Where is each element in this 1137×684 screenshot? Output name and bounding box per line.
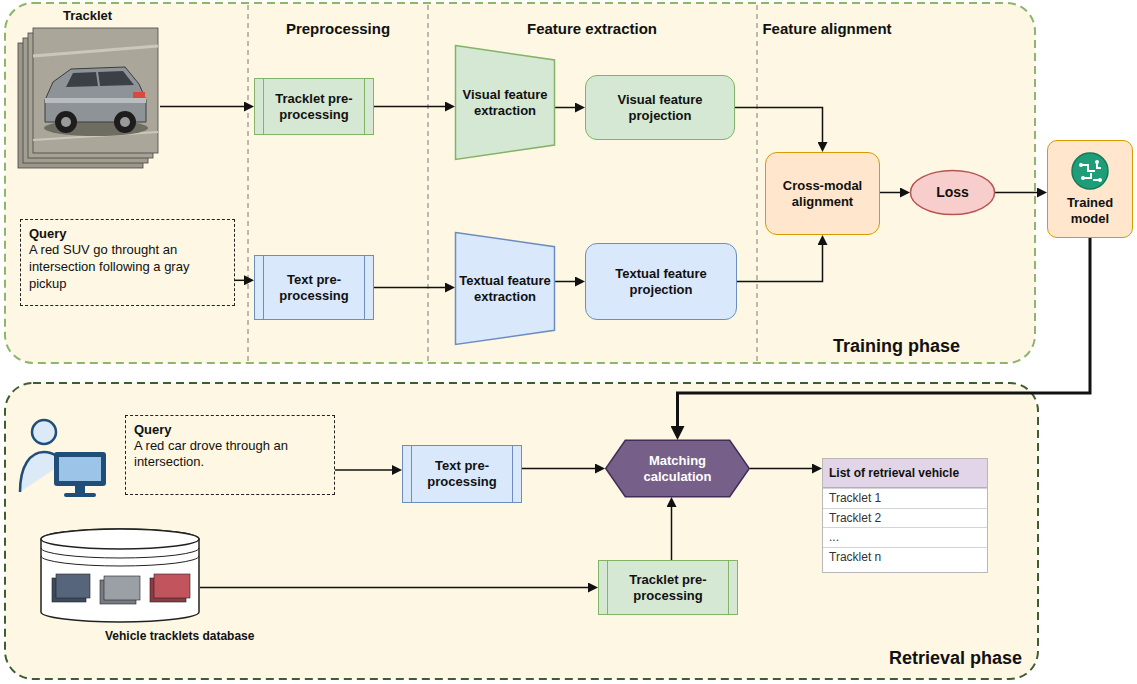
query-heading: Query — [134, 422, 326, 438]
result-table: List of retrieval vehicleTracklet 1Track… — [822, 458, 988, 573]
column-separator — [428, 5, 429, 361]
node-label: Tracklet pre-processing — [613, 572, 723, 603]
hexagon-shape — [606, 440, 750, 496]
process-rule — [364, 256, 365, 319]
flow-arrow — [374, 287, 450, 289]
model-icon — [1070, 151, 1110, 191]
node-label: Text pre-processing — [269, 272, 359, 303]
flow-arrow — [880, 192, 905, 194]
column-separator — [248, 5, 249, 361]
trapezoid-shape — [456, 46, 555, 160]
projection-box: Textual feature projection — [585, 243, 737, 320]
projection-box: Visual feature projection — [585, 75, 735, 140]
flow-arrow — [335, 469, 397, 471]
table-cell: Tracklet 1 — [823, 488, 987, 507]
trapezoid-shape — [456, 233, 555, 345]
process-box: Text pre-processing — [402, 445, 522, 503]
flow-arrow — [555, 107, 580, 109]
process-box: Tracklet pre-processing — [254, 78, 374, 135]
alignment-box: Cross-modal alignment — [765, 152, 880, 235]
node-label: Visual feature extraction — [459, 87, 551, 118]
extractor-trapezoid: Visual feature extraction — [455, 45, 555, 160]
process-rule — [263, 256, 264, 319]
node-label: Matching calculation — [629, 453, 726, 484]
table-header: List of retrieval vehicle — [823, 459, 987, 488]
flow-arrow — [671, 502, 673, 560]
phase-region: Retrieval phase QueryA red car drove thro… — [5, 383, 1038, 679]
process-rule — [512, 446, 513, 502]
retrieval-region-outline — [5, 383, 1038, 679]
phase-title: Training phase — [833, 336, 960, 358]
image-title: Tracklet — [15, 8, 160, 24]
training-region-outline — [5, 3, 1035, 363]
process-box: Tracklet pre-processing — [598, 560, 738, 615]
query-text: A red SUV go throught an intersection fo… — [29, 242, 226, 293]
flow-arrow — [737, 240, 823, 282]
loss-ellipse: Loss — [910, 170, 995, 215]
process-rule — [364, 79, 365, 134]
matching-hexagon: Matching calculation — [605, 440, 750, 497]
table-cell: ... — [823, 527, 987, 546]
process-box: Text pre-processing — [254, 255, 374, 320]
user-icon — [20, 420, 106, 497]
node-label: Textual feature projection — [594, 266, 728, 297]
process-rule — [411, 446, 412, 502]
process-rule — [607, 561, 608, 614]
flow-arrow — [160, 106, 249, 108]
flow-arrow — [522, 468, 600, 470]
ellipse-shape — [910, 170, 994, 214]
database-label: Vehicle tracklets database — [105, 629, 254, 643]
column-header: Feature alignment — [759, 20, 894, 37]
node-label: Visual feature projection — [594, 92, 726, 123]
flow-arrow — [555, 281, 580, 283]
tracklet-image: Tracklet — [15, 8, 160, 176]
node-label: Text pre-processing — [417, 458, 507, 489]
node-label: Cross-modal alignment — [774, 178, 871, 209]
flow-arrow — [374, 106, 450, 108]
flow-arrow — [735, 108, 823, 148]
tracklet-frames — [15, 8, 160, 176]
flow-arrow — [750, 468, 817, 470]
query-text: A red car drove through an intersection. — [134, 438, 326, 472]
phase-title: Retrieval phase — [889, 648, 1022, 670]
node-label: Textual feature extraction — [459, 273, 551, 304]
table-cell: Tracklet n — [823, 547, 987, 566]
column-header: Feature extraction — [524, 20, 660, 37]
phase-region: Training phase TrackletTracklet pre-proc… — [5, 3, 1035, 363]
model-box: Trained model — [1047, 140, 1133, 238]
query-box: QueryA red car drove through an intersec… — [125, 415, 335, 495]
node-label: Trained model — [1052, 195, 1128, 226]
database-cylinder: Vehicle tracklets database — [40, 528, 200, 623]
process-rule — [263, 79, 264, 134]
flow-arrow — [995, 192, 1042, 194]
node-label: Tracklet pre-processing — [269, 91, 359, 122]
process-rule — [728, 561, 729, 614]
flow-arrow — [678, 238, 1091, 433]
flow-arrow — [200, 587, 593, 589]
extractor-trapezoid: Textual feature extraction — [455, 232, 555, 345]
node-label: Loss — [916, 184, 989, 201]
column-header: Preprocessing — [283, 20, 393, 37]
query-heading: Query — [29, 226, 226, 242]
query-box: QueryA red SUV go throught an intersecti… — [20, 219, 235, 305]
flow-arrow — [235, 280, 249, 282]
table-cell: Tracklet 2 — [823, 508, 987, 527]
column-separator — [757, 5, 758, 361]
database-cylinder-shape — [40, 528, 200, 623]
